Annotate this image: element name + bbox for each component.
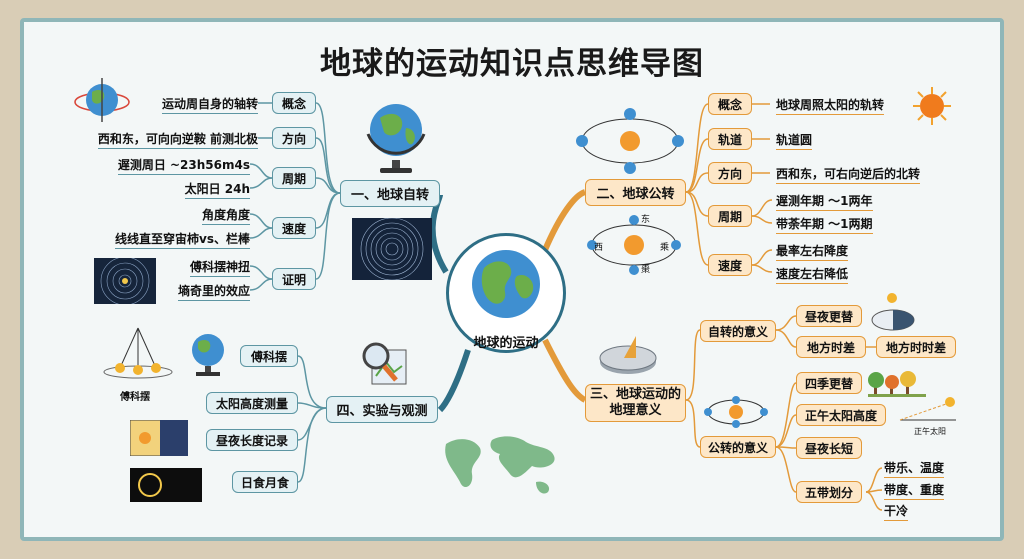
page-title: 地球的运动知识点思维导图 — [320, 46, 704, 82]
rotation-speed-text-2: 线线直至穿宙柿vs、栏棒 — [115, 230, 250, 249]
foucault-pendulum-icon — [103, 327, 173, 379]
orbit-diagram-1 — [576, 108, 684, 174]
center-label: 地球的运动 — [473, 336, 539, 351]
sun-icon — [913, 87, 951, 125]
coriolis-image — [94, 258, 156, 304]
revolution-significance-node[interactable]: 公转的意义 — [700, 436, 776, 458]
rotation-speed-text-1: 角度角度 — [201, 206, 250, 225]
branch-experiments[interactable]: 四、实验与观测 — [326, 396, 438, 423]
eclipse-node[interactable]: 日食月食 — [232, 471, 298, 493]
branch-rotation[interactable]: 一、地球自转 — [340, 180, 440, 207]
rotation-concept-text: 运动周自身的轴转 — [161, 95, 258, 114]
orbit-diagram-3 — [704, 396, 768, 428]
rotation-significance-node[interactable]: 自转的意义 — [700, 320, 776, 342]
globe-stand-icon — [366, 104, 426, 173]
foucault-node[interactable]: 傅科摆 — [240, 345, 298, 367]
branch-revolution[interactable]: 二、地球公转 — [585, 179, 686, 206]
day-night-globe-icon — [871, 293, 915, 331]
rotation-proof-text-1: 傅科摆神扭 — [189, 258, 250, 277]
revolution-orbit-text: 轨道圆 — [776, 131, 813, 150]
rotation-direction-node[interactable]: 方向 — [272, 127, 316, 149]
day-night-record-icon — [130, 420, 188, 456]
rotation-period-text-1: 遅测周日 ~23h56m4s — [117, 156, 250, 175]
rotation-period-text-2: 太阳日 24h — [184, 180, 250, 199]
rotation-proof-node[interactable]: 证明 — [272, 268, 316, 290]
sun-angle-label: 正午太阳 — [914, 427, 946, 436]
revolution-speed-text-1: 最率左右降度 — [776, 242, 849, 261]
zones-text-1: 带乐、温度 — [884, 459, 945, 478]
sun-angle-icon — [899, 397, 956, 421]
world-map-icon — [445, 436, 555, 494]
seasons-trees-icon — [868, 371, 926, 397]
globe-small-icon — [192, 334, 224, 376]
magnifier-map-icon — [362, 342, 407, 385]
rotation-speed-node[interactable]: 速度 — [272, 217, 316, 239]
revolution-direction-text: 西和东，可右向逆后的北转 — [776, 165, 921, 184]
orbit-label-4: 棗 — [641, 265, 651, 275]
day-length-node[interactable]: 昼夜长短 — [796, 437, 862, 459]
earth-icon — [472, 250, 540, 318]
orbit-label-west: 西 — [594, 243, 604, 253]
revolution-period-text-1: 遅测年期 ～1两年 — [776, 192, 873, 211]
rotation-direction-text: 西和东，可向向逆鞍 前测北极 — [97, 130, 258, 149]
revolution-period-text-2: 带荼年期 ～1两期 — [776, 215, 873, 234]
rotation-period-node[interactable]: 周期 — [272, 167, 316, 189]
local-time-node[interactable]: 地方时差 — [796, 336, 866, 358]
branch-significance[interactable]: 三、地球运动的地理意义 — [585, 384, 686, 422]
eclipse-icon — [130, 468, 202, 502]
revolution-speed-node[interactable]: 速度 — [708, 254, 752, 276]
zones-text-2: 带度、重度 — [884, 481, 945, 500]
orbit-label-3: 乘 — [660, 243, 670, 253]
seasons-node[interactable]: 四季更替 — [796, 372, 862, 394]
day-night-node[interactable]: 昼夜更替 — [796, 305, 862, 327]
orbit-diagram-2 — [587, 215, 681, 275]
five-zones-node[interactable]: 五带划分 — [796, 481, 862, 503]
revolution-period-node[interactable]: 周期 — [708, 205, 752, 227]
pendulum-label: 傅科摆 — [120, 392, 150, 403]
sun-height-node[interactable]: 太阳高度测量 — [206, 392, 298, 414]
center-node — [446, 233, 566, 353]
noon-sun-node[interactable]: 正午太阳高度 — [796, 404, 886, 426]
revolution-concept-text: 地球周照太阳的轨转 — [776, 96, 885, 115]
rotating-globe-icon — [74, 78, 130, 122]
sundial-icon — [599, 336, 657, 374]
revolution-orbit-node[interactable]: 轨道 — [708, 128, 752, 150]
orbit-label-east: 东 — [641, 215, 651, 225]
zones-text-3: 干冷 — [884, 502, 909, 521]
revolution-speed-text-2: 速度左右降低 — [776, 265, 849, 284]
revolution-concept-node[interactable]: 概念 — [708, 93, 752, 115]
local-time-diff-node[interactable]: 地方时时差 — [876, 336, 956, 358]
revolution-direction-node[interactable]: 方向 — [708, 162, 752, 184]
star-trails-image — [352, 218, 432, 280]
day-length-record-node[interactable]: 昼夜长度记录 — [206, 429, 298, 451]
rotation-proof-text-2: 墒奇里的效应 — [177, 282, 250, 301]
rotation-concept-node[interactable]: 概念 — [272, 92, 316, 114]
